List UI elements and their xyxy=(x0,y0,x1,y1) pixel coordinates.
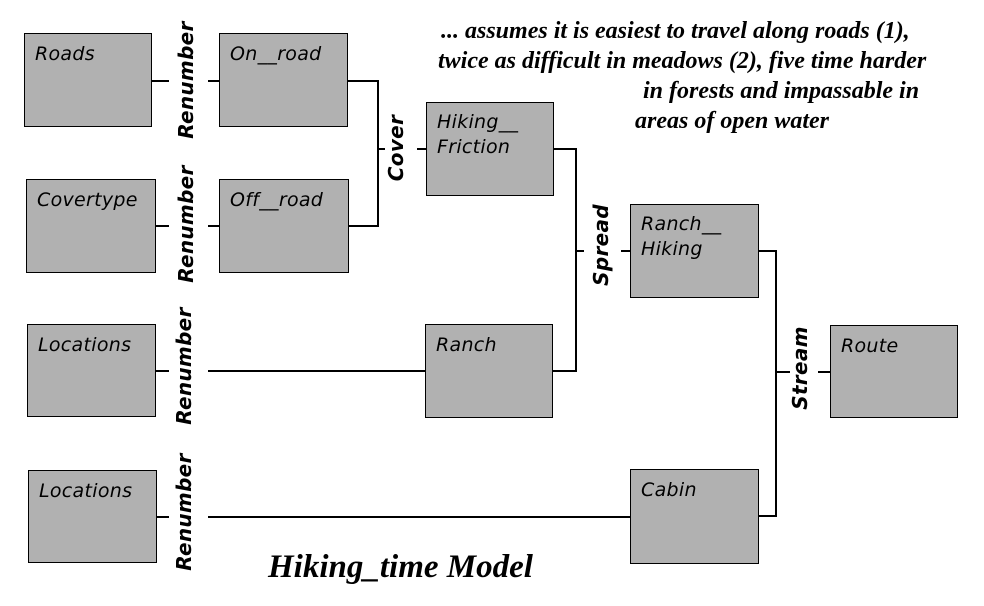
connector-stream-vertical xyxy=(775,250,777,517)
annotation-line-1: ... assumes it is easiest to travel alon… xyxy=(441,18,910,44)
connector-locations-upper-out xyxy=(156,370,169,372)
node-roads: Roads xyxy=(24,33,152,127)
node-ranch-label: Ranch xyxy=(436,334,497,356)
op-label-renumber-locations-upper: Renumber xyxy=(172,307,196,425)
connector-cover-tick-right xyxy=(417,148,426,150)
node-covertype: Covertype xyxy=(26,179,156,273)
op-label-cover: Cover xyxy=(384,114,408,182)
connector-spread-tick-left xyxy=(575,250,584,252)
node-ranch: Ranch xyxy=(425,324,553,418)
node-cabin-label: Cabin xyxy=(641,479,697,501)
connector-cover-vertical xyxy=(377,80,379,227)
node-locations-upper-label: Locations xyxy=(38,334,132,356)
node-route-label: Route xyxy=(841,335,899,357)
connector-off-road-out xyxy=(349,225,377,227)
op-label-spread: Spread xyxy=(589,204,613,286)
node-locations-lower: Locations xyxy=(28,470,157,563)
connector-on-road-out xyxy=(348,80,377,82)
op-label-renumber-roads: Renumber xyxy=(174,21,198,139)
node-hiking-friction: Hiking__ Friction xyxy=(426,102,554,196)
node-off-road: Off__road xyxy=(219,179,349,273)
node-ranch-hiking: Ranch__ Hiking xyxy=(630,204,759,298)
node-locations-upper: Locations xyxy=(27,324,156,417)
node-off-road-label: Off__road xyxy=(230,189,324,211)
connector-hiking-friction-out xyxy=(554,148,576,150)
connector-ranch-in xyxy=(208,370,425,372)
node-ranch-hiking-label-line2: Hiking xyxy=(641,238,703,260)
connector-on-road-in xyxy=(208,80,219,82)
connector-stream-tick-left xyxy=(775,371,790,373)
diagram-title: Hiking_time Model xyxy=(268,549,533,585)
connector-covertype-out xyxy=(156,225,169,227)
node-locations-lower-label: Locations xyxy=(39,480,133,502)
op-label-stream: Stream xyxy=(788,326,812,410)
connector-off-road-in xyxy=(208,225,219,227)
annotation-line-2: twice as difficult in meadows (2), five … xyxy=(438,48,927,74)
connector-stream-tick-right xyxy=(818,371,830,373)
connector-spread-vertical xyxy=(575,148,577,372)
node-on-road-label: On__road xyxy=(230,43,322,65)
connector-cover-tick-left xyxy=(377,148,385,150)
connector-ranch-out xyxy=(553,370,576,372)
connector-roads-out xyxy=(152,80,169,82)
node-hiking-friction-label-line1: Hiking__ xyxy=(437,111,519,133)
node-roads-label: Roads xyxy=(35,43,95,65)
node-covertype-label: Covertype xyxy=(37,189,138,211)
connector-ranch-hiking-out xyxy=(759,250,776,252)
node-cabin: Cabin xyxy=(630,469,759,564)
connector-locations-lower-out xyxy=(157,516,169,518)
connector-spread-tick-right xyxy=(621,250,630,252)
connector-cabin-in xyxy=(208,516,630,518)
node-hiking-friction-label-line2: Friction xyxy=(437,136,511,158)
op-label-renumber-covertype: Renumber xyxy=(174,165,198,283)
op-label-renumber-locations-lower: Renumber xyxy=(172,453,196,571)
node-on-road: On__road xyxy=(219,33,348,127)
annotation-line-4: areas of open water xyxy=(635,108,829,134)
connector-cabin-out xyxy=(759,515,776,517)
node-route: Route xyxy=(830,325,958,418)
annotation-line-3: in forests and impassable in xyxy=(643,78,920,104)
node-ranch-hiking-label-line1: Ranch__ xyxy=(641,213,722,235)
